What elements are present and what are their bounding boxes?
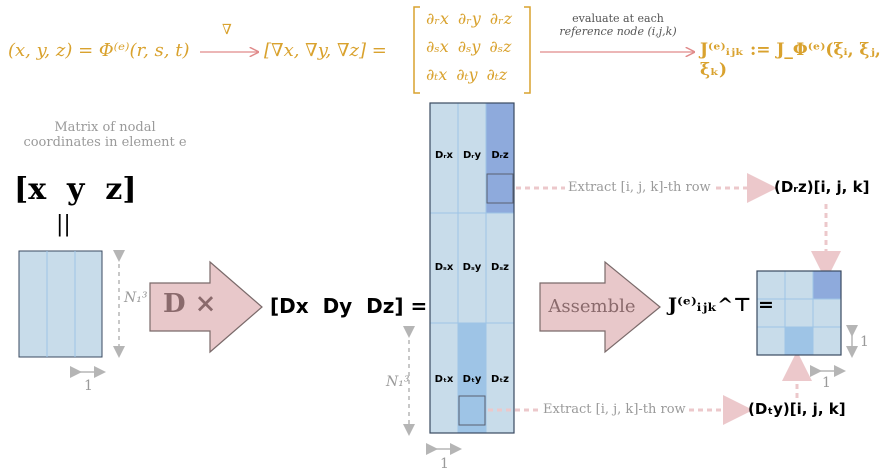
drz-result: (Dᵣz)[i, j, k] [774,178,870,196]
jacobian-definition: J⁽ᵉ⁾ᵢⱼₖ := J_Φ⁽ᵉ⁾(ξᵢ, ξⱼ, ξₖ) [700,40,881,80]
tall-one-label: 1 [440,456,449,472]
evaluate-line2: reference node (i,j,k) [559,25,677,38]
tall-n-label: N₁³ [386,374,410,390]
tall-matrix [429,102,515,434]
extract-bottom-label: Extract [i, j, k]-th row [543,402,686,417]
matrix-cell: ∂ᵣy [457,9,481,28]
gradient-formula: [∇x, ∇y, ∇z] = [264,40,387,61]
jacobian-3x3-matrix [756,270,842,356]
header-matrix: ∂ᵣx ∂ᵣy ∂ᵣz ∂ₛx ∂ₛy ∂ₛz ∂ₜx ∂ₜy ∂ₜz [426,9,512,93]
xyz-matrix [18,250,103,358]
assemble-label: Assemble [548,296,636,317]
cell-label: Dₛy [462,262,482,273]
result-one-right: 1 [860,334,869,350]
caption-line2: coordinates in element e [23,135,187,150]
assemble-arrow [539,260,661,354]
cell-label: Dᵣx [435,150,453,161]
d-times-label: D × [163,289,217,319]
evaluate-line1: evaluate at each [572,12,664,25]
matrix-cell: ∂ₛz [489,37,512,56]
matrix-cell: ∂ᵣx [426,9,449,28]
cell-label: Dₛx [434,262,454,273]
left-one-label: 1 [84,378,93,394]
parallel-sign: || [56,212,71,237]
cell-label: Dₜy [462,374,482,385]
cell-label: Dₛz [491,262,509,273]
caption-line1: Matrix of nodal [54,120,156,135]
jacobian-transpose-label: J⁽ᵉ⁾ᵢⱼₖ^⊤ = [668,294,774,316]
evaluate-caption: evaluate at each reference node (i,j,k) [540,12,696,38]
tall-row-t: Dₜx Dₜy Dₜz [430,374,514,385]
nabla-label: ∇ [222,22,232,38]
matrix-cell: ∂ₛx [426,37,449,56]
matrix-bracket-left [413,6,420,94]
d-times-arrow [149,260,263,354]
dxyz-label: [Dx Dy Dz] = [270,294,428,318]
matrix-cell: ∂ₜx [426,65,448,84]
cell-label: Dᵣz [491,150,509,161]
matrix-cell: ∂ₜz [486,65,508,84]
cell-label: Dᵣy [463,150,481,161]
cell-label: Dₜx [434,374,454,385]
matrix-bracket-right [524,6,531,94]
extract-top-label: Extract [i, j, k]-th row [568,180,711,195]
matrix-cell: ∂ᵣz [489,9,512,28]
tall-row-s: Dₛx Dₛy Dₛz [430,262,514,273]
matrix-cell: ∂ₛy [457,37,481,56]
matrix-cell: ∂ₜy [456,65,478,84]
mapping-formula: (x, y, z) = Φ⁽ᵉ⁾(r, s, t) [8,40,190,61]
cell-label: Dₜz [491,374,509,385]
left-n-label: N₁³ [124,290,148,306]
left-caption: Matrix of nodal coordinates in element e [20,120,190,150]
dty-result: (Dₜy)[i, j, k] [748,400,846,418]
tall-row-r: Dᵣx Dᵣy Dᵣz [430,150,514,161]
result-one-bottom: 1 [822,375,831,391]
xyz-label: [x y z] [14,172,137,207]
